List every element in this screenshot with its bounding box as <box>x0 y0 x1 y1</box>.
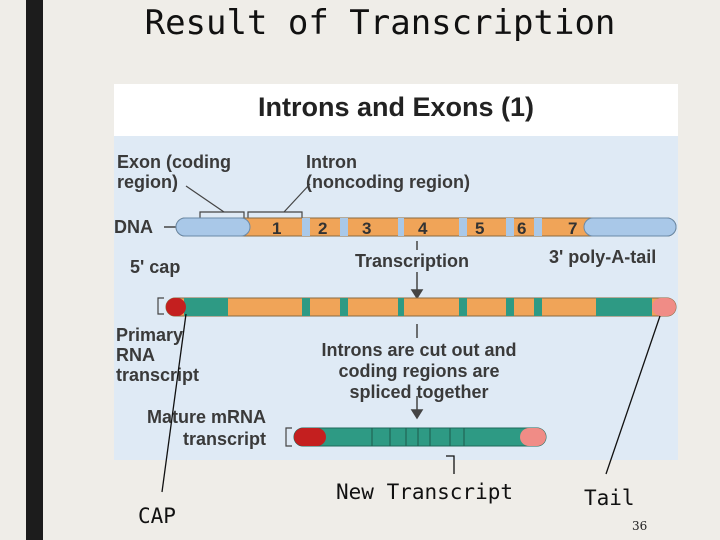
tail-annotation: Tail <box>584 486 635 510</box>
tail-pointer <box>606 316 660 474</box>
new-transcript-pointer <box>446 456 454 474</box>
cap-pointer <box>162 314 186 492</box>
new-transcript-annotation: New Transcript <box>336 480 513 504</box>
page-number: 36 <box>632 519 647 533</box>
cap-annotation: CAP <box>138 504 176 528</box>
